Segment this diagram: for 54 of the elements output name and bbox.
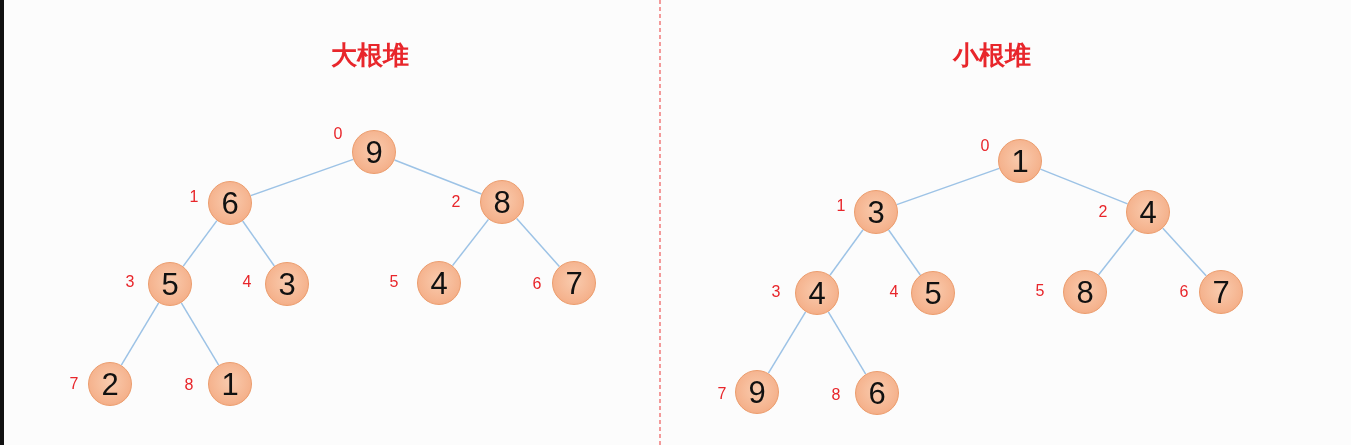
index-label: 8 [184, 377, 194, 393]
node-value: 3 [867, 196, 885, 228]
index-label: 1 [836, 198, 846, 214]
node-value: 1 [1011, 145, 1029, 177]
index-label: 7 [717, 386, 727, 402]
connector-line [1097, 228, 1136, 276]
node-value: 1 [221, 368, 239, 400]
node-value: 5 [924, 277, 942, 309]
index-label: 7 [69, 376, 79, 392]
node-value: 2 [101, 368, 119, 400]
index-label: 6 [532, 276, 542, 292]
index-label: 5 [389, 274, 399, 290]
node-value: 8 [493, 186, 511, 218]
node-value: 8 [1076, 276, 1094, 308]
node-value: 4 [1139, 196, 1157, 228]
index-label: 6 [1179, 284, 1189, 300]
index-label: 4 [242, 274, 252, 290]
heading: 大根堆 [331, 40, 409, 70]
index-label: 2 [451, 194, 461, 210]
node-value: 5 [161, 268, 179, 300]
connector-line [451, 218, 490, 267]
connector-line [241, 220, 276, 267]
connector-line [896, 167, 1000, 206]
connector-line [515, 217, 561, 268]
connector-line [767, 311, 807, 374]
node-value: 9 [365, 136, 383, 168]
connector-line [250, 158, 354, 197]
node-value: 7 [565, 267, 583, 299]
connector-line [120, 302, 160, 366]
connector-line [887, 229, 922, 276]
node-value: 4 [430, 267, 448, 299]
index-label: 0 [980, 138, 990, 154]
node-value: 7 [1212, 276, 1230, 308]
heading: 小根堆 [953, 40, 1031, 70]
index-label: 3 [125, 274, 135, 290]
connector-line [1162, 227, 1207, 277]
connector-line [393, 159, 483, 195]
index-label: 1 [189, 189, 199, 205]
node-value: 4 [808, 277, 826, 309]
connector-line [829, 229, 864, 276]
index-label: 3 [771, 284, 781, 300]
connector-line [1039, 168, 1129, 205]
node-value: 6 [868, 377, 886, 409]
index-label: 4 [889, 284, 899, 300]
node-value: 3 [278, 268, 296, 300]
node-value: 6 [221, 187, 239, 219]
index-label: 8 [831, 387, 841, 403]
index-label: 0 [333, 126, 343, 142]
index-label: 2 [1098, 204, 1108, 220]
index-label: 5 [1035, 283, 1045, 299]
connector-line [180, 302, 220, 366]
node-value: 9 [748, 376, 766, 408]
connector-line [827, 311, 867, 375]
connector-line [182, 219, 218, 268]
